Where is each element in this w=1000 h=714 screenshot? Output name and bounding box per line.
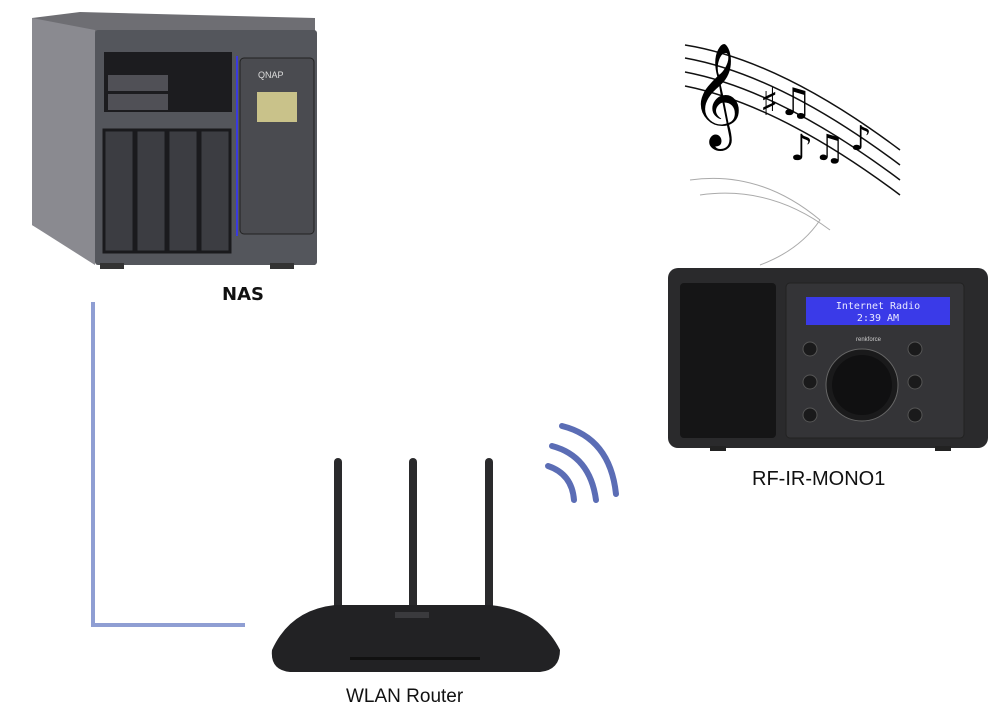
radio-label: RF-IR-MONO1 [752,468,886,490]
svg-text:𝄞: 𝄞 [690,42,743,151]
radio-brand: renkforce [856,337,882,343]
radio-display-line1: Internet Radio [836,301,920,312]
internet-radio-device-icon: Internet Radio 2:39 AM renkforce [668,268,988,451]
wifi-signal-icon [545,423,619,503]
music-notes-icon: 𝄞 ♯♫ ♪♫ ♪ [684,42,901,266]
svg-text:♪♫: ♪♫ [790,128,845,169]
nas-label: NAS [222,284,264,305]
wired-connection-line [91,302,245,627]
nas-device-icon: QNAP [32,12,317,269]
svg-text:♪: ♪ [850,119,872,159]
wlan-router-icon [271,458,560,672]
nas-logo: QNAP [258,70,284,80]
svg-text:♯♫: ♯♫ [760,80,812,124]
radio-display-line2: 2:39 AM [857,313,899,324]
router-label: WLAN Router [346,686,464,707]
